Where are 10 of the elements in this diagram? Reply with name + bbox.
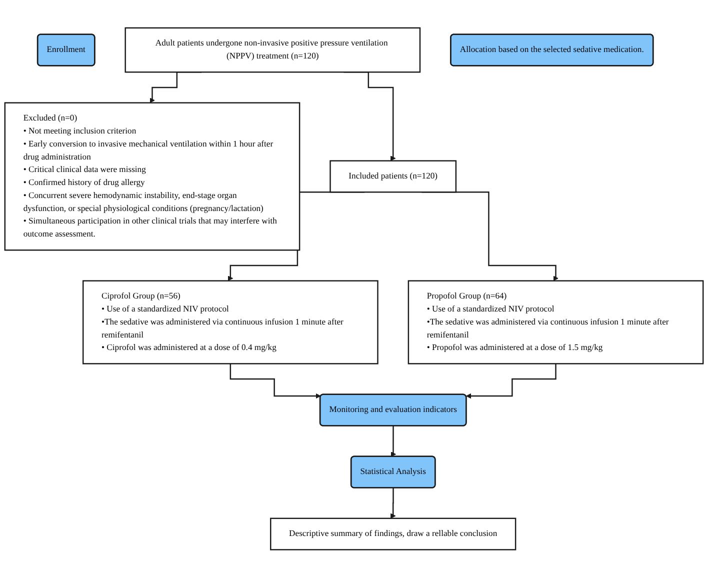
arrow — [230, 363, 321, 399]
arrow — [390, 488, 396, 519]
node-box: Descriptive summary of findings, draw a rellable conclusion — [270, 518, 516, 550]
node-box: Excluded (n=0) • Not meeting inclusion criterion • Early conversion to invasive mechanical ventilation within 1 hour after drug administration • Critical clinical data were missing • Confirmed history of drug allergy • Concurrent severe hemodynamic instability, end-stage organ dysfunction, or special physiological conditions (pregnancy/lactation) • Simultaneous participation in other clinical trials that may interfere with outcome assessment. — [4, 102, 300, 251]
node-box: Adult patients undergone non-invasive positive pressure ventilation (NPPV) treatment (n=120) — [124, 28, 421, 73]
node-box: Propofol Group (n=64) • Use of a standardized NIV protocol •The sedative was administered via continuous infusion 1 minute after remifentanil • Propofol was administered at a dose of 1.5 mg/kg — [408, 280, 704, 364]
node-box: Ciprofol Group (n=56) • Use of a standardized NIV protocol •The sedative was administered via continuous infusion 1 minute after remifentanil • Ciprofol was administered at a dose of 0.4 mg/kg — [82, 280, 378, 364]
arrow — [466, 363, 556, 399]
arrow — [390, 426, 396, 458]
node-box: Included patients (n=120) — [330, 160, 457, 193]
